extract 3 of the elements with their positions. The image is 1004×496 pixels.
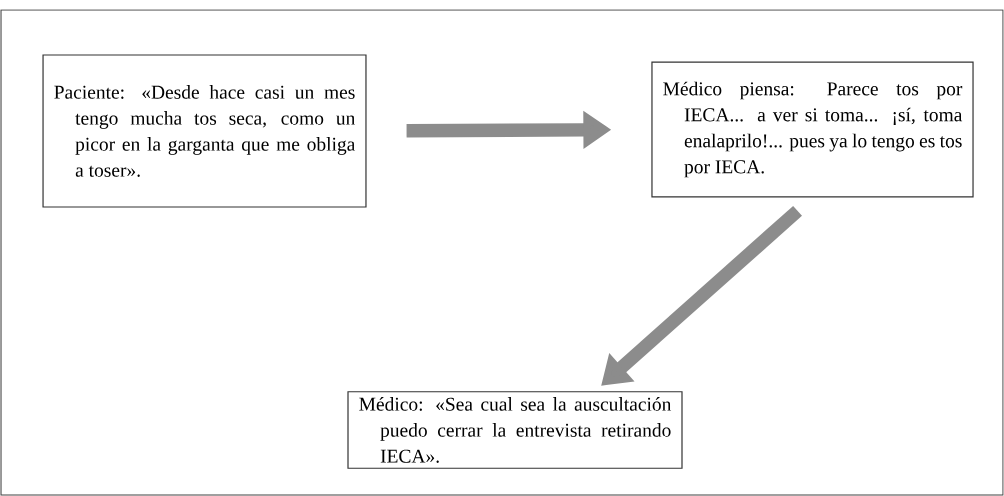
text-box: Médico: «Sea cual sea la auscultación puedo cerrar la entrevista retirando IECA». xyxy=(347,391,683,469)
text-box: Paciente: «Desde hace casi un mes tengo mucha tos seca, como un picor en la garganta que me obliga a toser». xyxy=(42,54,367,208)
text-box: Médico piensa: Parece tos por IECA... a ver si toma... ¡sí, toma enalaprilo!... pues ya lo tengo es tos por IECA. xyxy=(651,61,974,198)
